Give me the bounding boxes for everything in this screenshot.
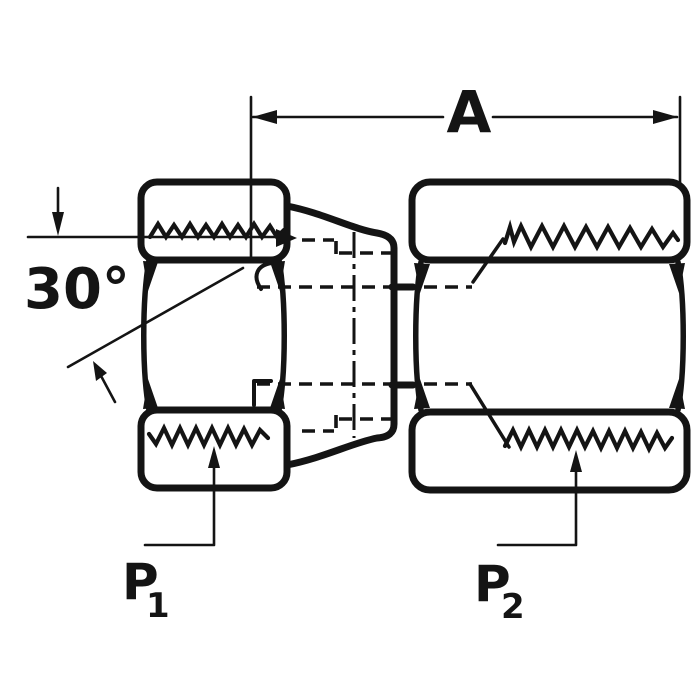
right-nut-bottom-band: [408, 408, 691, 494]
port1-subscript: 1: [146, 586, 170, 626]
dim-a-arrow-right-icon: [653, 110, 678, 124]
seat-angle-leader-line: [98, 372, 117, 404]
right-nut-chamfer-bottom-right: [669, 379, 685, 409]
right-nut-top-threads: [502, 219, 681, 252]
right-nut-bottom-threads: [502, 425, 675, 454]
port2-label: P: [474, 555, 511, 613]
thread-depth-arrow-down-icon: [52, 212, 64, 236]
dim-a-arrow-left-icon: [252, 110, 277, 124]
left-nut-seat-bottom-detail: [252, 379, 273, 407]
right-nut-chamfer-top-left: [414, 263, 430, 293]
left-nut-top-band: [137, 178, 291, 264]
right-nut-chamfer-top-right: [669, 263, 685, 293]
port2-leader-line: [496, 465, 578, 547]
port2-arrow-up-icon: [570, 450, 582, 472]
left-nut-chamfer-bottom-right: [270, 379, 285, 409]
left-nut-bottom-threads: [146, 423, 271, 450]
left-nut-top-threads: [147, 219, 287, 241]
left-nut-chamfer-bottom-left: [143, 379, 158, 409]
left-nut-chamfer-top-right: [270, 261, 285, 291]
right-nut-top-band: [408, 178, 691, 264]
seat-angle-line: [66, 266, 245, 369]
thread-runout-line-bottom: [468, 382, 511, 449]
dim-a-label: A: [447, 78, 492, 146]
left-nut-chamfer-top-left: [143, 261, 158, 291]
cone-outline: [283, 202, 398, 469]
port1-leader-line: [143, 461, 216, 547]
thread-runout-line-top: [471, 237, 505, 284]
port2-subscript: 2: [501, 587, 525, 627]
port1-label: P: [122, 553, 159, 611]
port1-arrow-up-icon: [208, 446, 220, 468]
left-nut-seat-top-detail: [254, 261, 274, 291]
seat-angle-arrow-icon: [93, 361, 107, 381]
seat-angle-label: 30°: [24, 257, 130, 322]
right-nut-chamfer-bottom-left: [414, 379, 430, 409]
